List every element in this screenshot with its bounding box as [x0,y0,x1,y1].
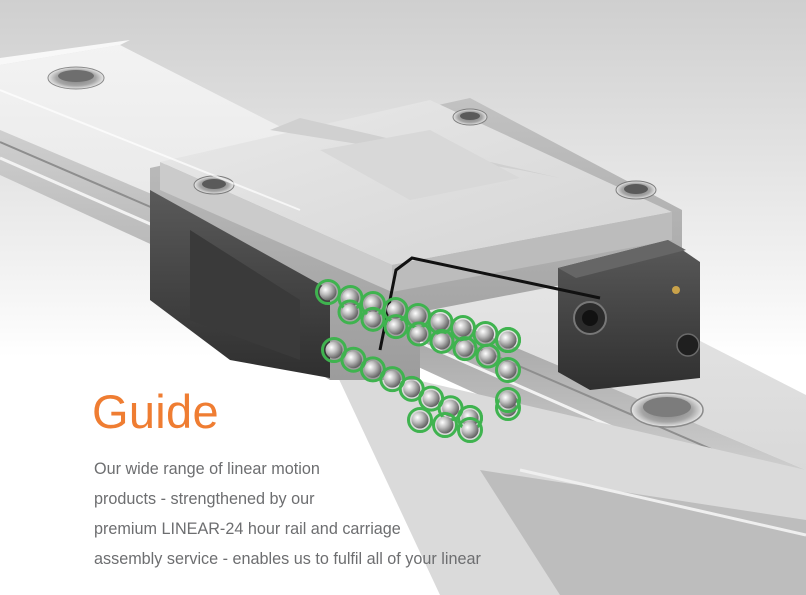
ball-cage [432,412,458,438]
ball-cage [429,328,455,354]
steel-ball [344,351,362,369]
end-cap-seal [558,240,700,390]
steel-ball [477,325,494,343]
steel-ball [499,361,517,379]
intro-line: products - strengthened by our [94,490,315,508]
rail-highlights [0,89,301,211]
steel-ball [411,326,427,342]
ball-cage [407,407,433,433]
ball-cage [495,357,521,383]
steel-ball [364,360,382,378]
steel-ball [499,391,517,409]
ball-cage [452,336,478,362]
steel-ball [325,341,343,359]
steel-ball [409,307,427,325]
steel-ball [432,313,449,331]
steel-ball [342,304,358,320]
steel-ball [434,333,450,350]
ball-cage [383,314,409,340]
steel-ball [411,411,429,429]
steel-ball [403,380,421,398]
intro-line: premium LINEAR-24 hour rail and carriage [94,520,401,538]
ball-cage [457,417,483,443]
ball-cage [475,343,501,369]
page-title: Guide [92,385,219,438]
carriage-block [150,98,682,380]
steel-ball [383,370,401,388]
steel-ball [461,421,479,439]
intro-line: assembly service - enables us to fulfil … [94,550,481,568]
steel-ball [388,318,404,335]
ball-cage [360,306,386,332]
steel-ball [457,340,473,357]
steel-ball [480,348,496,364]
steel-ball [499,331,517,349]
steel-ball [387,301,404,319]
steel-ball [454,319,472,337]
ball-cage [495,327,521,353]
steel-ball [436,416,454,434]
rail-mounting-holes [47,66,704,428]
ball-cage [406,321,432,347]
steel-ball [319,283,337,301]
ball-cage [337,299,363,325]
recirculating-ball-chain [315,279,521,443]
intro-line: Our wide range of linear motion [94,460,320,478]
intro-paragraph: Our wide range of linear motion products… [94,454,554,574]
ball-cage [495,387,521,413]
carriage-mounting-holes [193,108,657,200]
steel-ball [365,311,381,328]
steel-ball [422,390,440,408]
